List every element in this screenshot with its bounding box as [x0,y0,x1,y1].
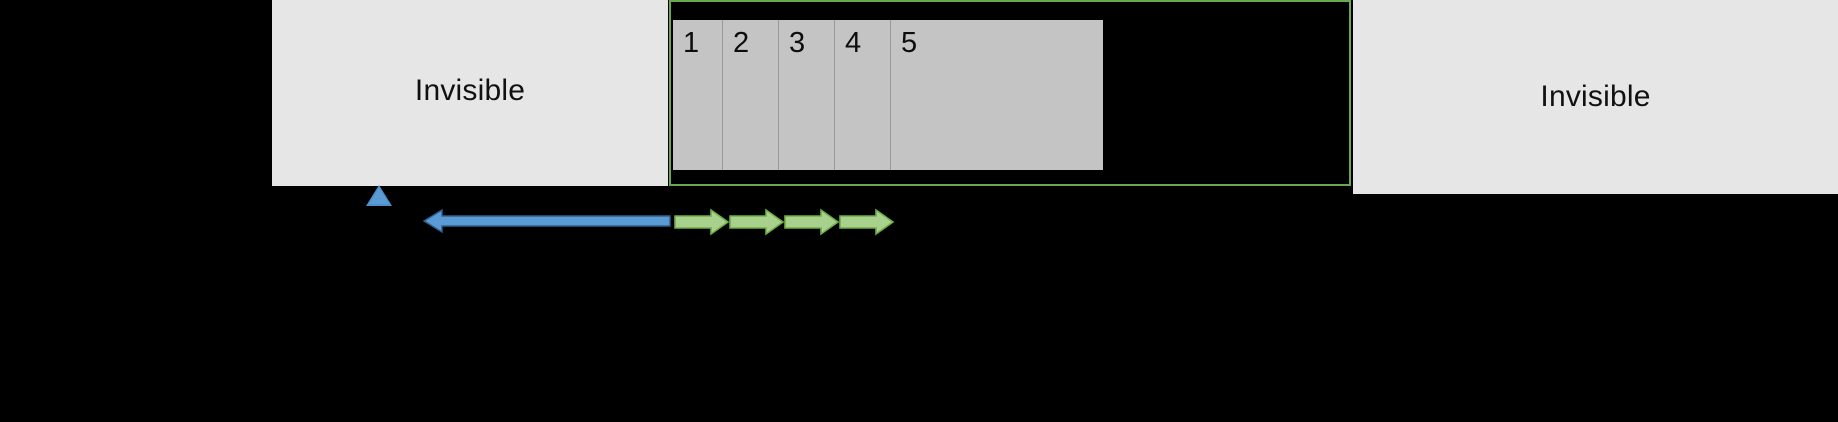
forward-arrow-3-icon [784,208,840,237]
cell-4-label: 4 [845,27,862,59]
invisible-panel-right: Invisible [1353,0,1838,194]
cell-3[interactable]: 3 [779,20,835,170]
cell-2[interactable]: 2 [723,20,779,170]
cell-1[interactable]: 1 [673,20,723,170]
cell-strip: 1 2 3 4 5 [673,20,1103,170]
forward-arrow-1-icon [674,208,730,237]
cell-3-label: 3 [789,27,806,59]
cell-5[interactable]: 5 [891,20,1103,170]
cell-5-label: 5 [901,27,918,59]
backward-arrow-icon [422,207,671,235]
cell-1-label: 1 [683,27,700,59]
invisible-panel-right-label: Invisible [1540,80,1651,113]
green-highlight-region [669,0,1351,186]
invisible-panel-left-label: Invisible [414,74,526,107]
cell-4[interactable]: 4 [835,20,891,170]
invisible-panel-left: Invisible [272,0,668,186]
forward-arrow-4-icon [839,208,895,237]
cell-2-label: 2 [733,27,750,59]
forward-arrow-2-icon [729,208,785,237]
position-marker-triangle-icon [366,185,392,206]
